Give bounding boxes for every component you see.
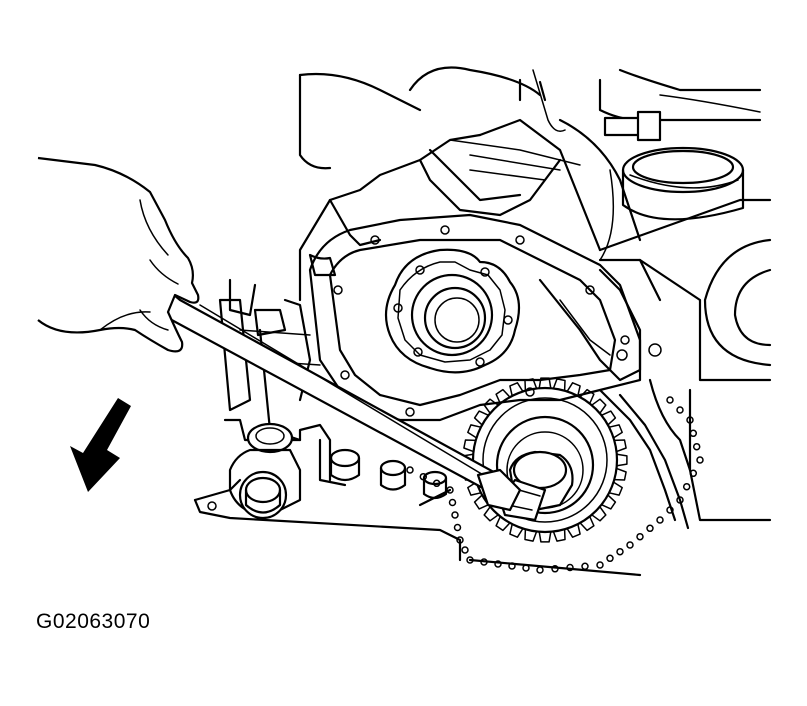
figure-id-label: G02063070	[36, 610, 151, 633]
timing-chain	[406, 396, 704, 577]
oil-pan-flange	[193, 448, 462, 562]
chain-guide-bracket	[538, 258, 690, 530]
oil-seal-ring	[621, 146, 745, 221]
crank-bolt-socket	[498, 450, 574, 522]
timing-cover	[298, 118, 642, 422]
oil-pump-rotor	[384, 248, 521, 374]
rotation-direction-arrow-icon	[70, 398, 131, 492]
hand	[37, 156, 200, 353]
top-bolt-shape	[603, 110, 662, 142]
breaker-bar	[166, 288, 522, 512]
engine-block-outline	[298, 66, 772, 522]
